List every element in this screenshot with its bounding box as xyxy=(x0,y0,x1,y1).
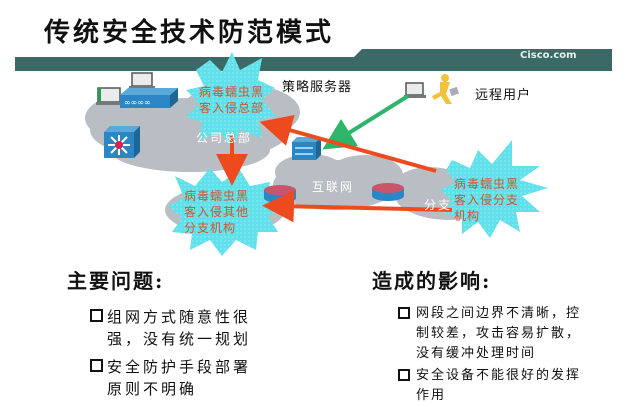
hq-burst-text: 病毒蠕虫黑 客入侵总部 xyxy=(199,85,265,115)
bullet-box-icon xyxy=(90,309,103,322)
switch-icon xyxy=(104,126,140,158)
router-icon xyxy=(264,185,296,203)
firewall-icon xyxy=(292,137,321,160)
bullet-box-icon xyxy=(398,369,410,381)
attack-arrow-branch-to-hq xyxy=(259,114,437,173)
impact-item: 网段之间边界不清晰，控 制较差，攻击容易扩散， 没有缓冲处理时间 xyxy=(398,304,628,364)
hub-icon: ∞∞∞∞ xyxy=(120,88,178,108)
bullet-box-icon xyxy=(398,307,410,319)
problem-item: 安全防护手段部署 原则不明确 xyxy=(90,356,330,400)
problems-heading: 主要问题: xyxy=(67,269,165,293)
svg-text:∞∞∞∞: ∞∞∞∞ xyxy=(124,98,151,107)
policy-server-label: 策略服务器 xyxy=(282,80,353,95)
branch-attack-burst xyxy=(440,140,548,238)
hq-cloud-label: 公司总部 xyxy=(196,131,253,145)
pc-icon xyxy=(129,72,155,89)
network-diagram: ∞∞∞∞ xyxy=(85,52,548,256)
pc-icon xyxy=(96,87,123,105)
impact-heading: 造成的影响: xyxy=(372,269,492,293)
other-branches-burst-text: 病毒蠕虫黑 客入侵其他 分支机构 xyxy=(184,189,250,235)
slide-title: 传统安全技术防范模式 xyxy=(44,18,335,48)
bullet-box-icon xyxy=(90,359,103,372)
header-bar xyxy=(15,57,612,71)
remote-laptop-icon xyxy=(404,82,426,98)
problem-item: 组网方式随意性很 强，没有统一规划 xyxy=(90,306,330,350)
remote-user-label: 远程用户 xyxy=(475,88,532,103)
branch-cloud-label: 分支 xyxy=(424,198,453,212)
remote-user-icon xyxy=(432,74,460,104)
brand-label: Cisco.com xyxy=(520,50,577,61)
impact-item: 安全设备不能很好的发挥 作用 xyxy=(398,366,628,406)
other-branches-attack-burst xyxy=(168,168,285,256)
remote-link-arrow xyxy=(322,94,410,150)
attack-arrow-branch-to-branches xyxy=(262,190,453,223)
hq-attack-burst xyxy=(186,52,276,148)
router-icon xyxy=(372,183,404,201)
branch-burst-text: 病毒蠕虫黑 客入侵分支 机构 xyxy=(454,177,520,223)
internet-cloud-label: 互联网 xyxy=(312,180,355,194)
